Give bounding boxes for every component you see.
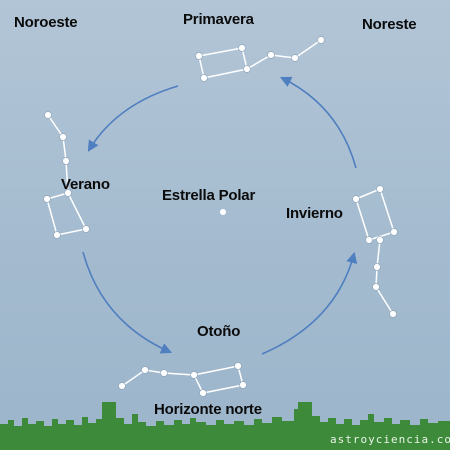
constellation-summer [43,111,90,239]
arrow-spring-to-summer [87,85,179,152]
label-northwest: Noroeste [14,14,78,31]
constellation-autumn [118,362,247,397]
label-north-horizon: Horizonte norte [154,401,262,418]
label-pole-star: Estrella Polar [162,187,256,204]
horizon-skyline [0,402,450,450]
label-autumn: Otoño [197,323,241,340]
label-summer: Verano [61,176,110,193]
arrow-autumn-to-winter [261,251,358,355]
label-northeast: Noreste [362,16,417,33]
rotation-arrows [82,76,358,355]
constellation-spring [195,36,325,82]
constellation-winter [352,185,398,318]
label-spring: Primavera [183,11,254,28]
arrow-winter-to-spring [279,76,357,169]
label-winter: Invierno [286,205,343,222]
pole-star [220,209,226,215]
watermark-text: astroyciencia.com [330,433,450,446]
arrow-summer-to-autumn [82,251,173,354]
